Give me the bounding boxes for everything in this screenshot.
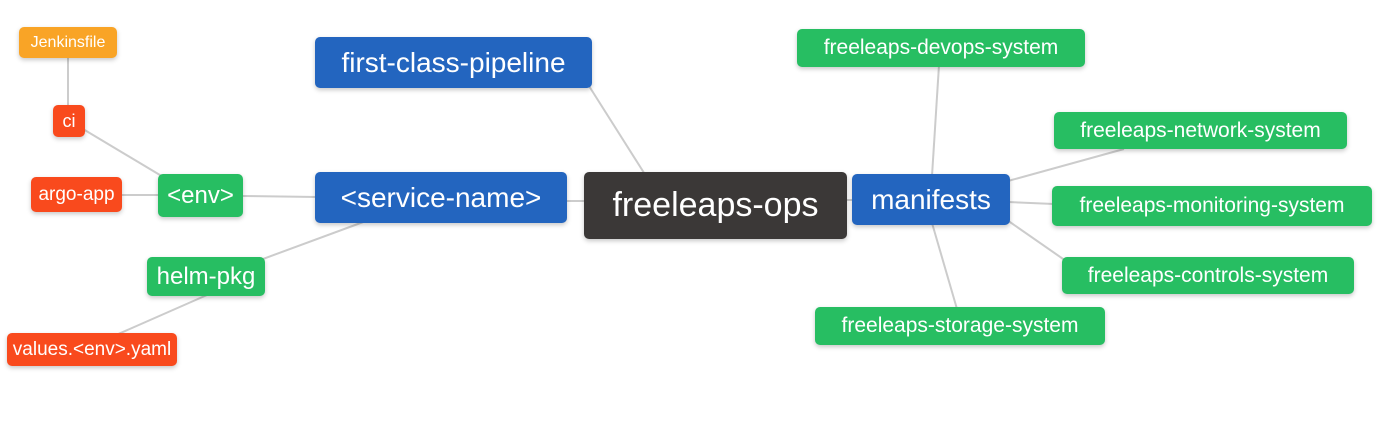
- edge-manifests-storage: [931, 222, 958, 310]
- node-jenkinsfile[interactable]: Jenkinsfile: [19, 27, 117, 58]
- edge-service-helm: [251, 220, 367, 264]
- edge-pipeline-ops: [588, 85, 647, 177]
- edge-manifests-monitoring: [1007, 201, 1055, 205]
- edge-manifests-devops: [931, 64, 940, 177]
- node-devops-system[interactable]: freeleaps-devops-system: [797, 29, 1085, 67]
- node-storage-system[interactable]: freeleaps-storage-system: [815, 307, 1105, 345]
- node-argo-app[interactable]: argo-app: [31, 177, 122, 212]
- node-ci[interactable]: ci: [53, 105, 85, 137]
- node-freeleaps-ops[interactable]: freeleaps-ops: [584, 172, 847, 239]
- node-values-env-yaml[interactable]: values.<env>.yaml: [7, 333, 177, 366]
- node-helm-pkg[interactable]: helm-pkg: [147, 257, 265, 296]
- node-first-class-pipeline[interactable]: first-class-pipeline: [315, 37, 592, 88]
- node-monitoring-system[interactable]: freeleaps-monitoring-system: [1052, 186, 1372, 226]
- node-service-name[interactable]: <service-name>: [315, 172, 567, 223]
- edge-manifests-network: [1007, 148, 1125, 182]
- node-env[interactable]: <env>: [158, 174, 243, 217]
- edge-values-helm: [115, 294, 208, 336]
- edge-manifests-controls: [1006, 219, 1067, 262]
- node-network-system[interactable]: freeleaps-network-system: [1054, 112, 1347, 149]
- node-manifests[interactable]: manifests: [852, 174, 1010, 225]
- node-controls-system[interactable]: freeleaps-controls-system: [1062, 257, 1354, 294]
- edge-env-service: [241, 195, 318, 198]
